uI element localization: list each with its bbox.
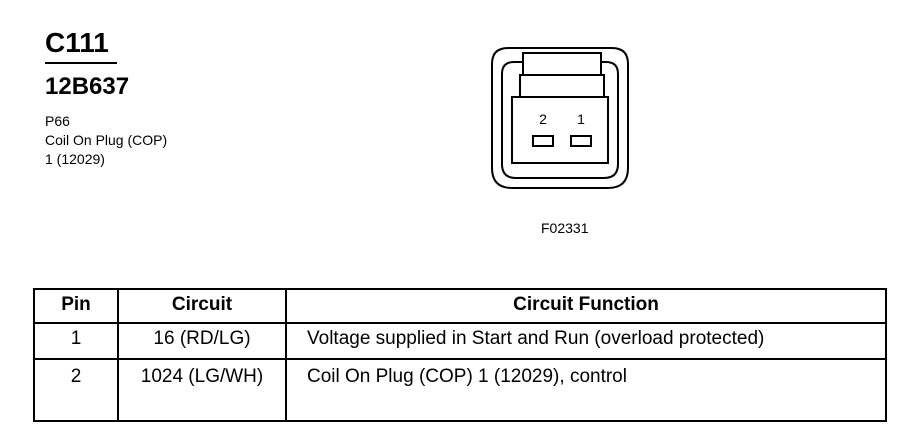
table-row: 2 1024 (LG/WH) Coil On Plug (COP) 1 (120… [33,358,887,422]
connector-outer-housing [491,47,629,189]
pin-1-terminal [570,135,592,147]
connector-locking-tab [522,52,602,76]
pin-label-1: 1 [577,111,585,127]
connector-header: C111 12B637 P66 Coil On Plug (COP) 1 (12… [45,28,167,169]
connector-cavity-frame [511,96,609,164]
column-header-pin: Pin [33,288,119,324]
pin-2-terminal [532,135,554,147]
circuit-function-cell: Voltage supplied in Start and Run (overl… [285,322,887,360]
pinout-table: Pin Circuit Circuit Function 1 16 (RD/LG… [33,288,887,422]
table-header-row: Pin Circuit Circuit Function [33,288,887,324]
pin-cell: 1 [33,322,119,360]
part-number: 12B637 [45,73,130,100]
connector-face-diagram: 2 1 [491,47,629,189]
connector-id: C111 [45,28,117,64]
circuit-function-cell: Coil On Plug (COP) 1 (12029), control [285,358,887,422]
connector-lock-base [519,74,605,98]
column-header-circuit: Circuit [117,288,287,324]
description-line: Coil On Plug (COP) [45,132,168,148]
circuit-cell: 1024 (LG/WH) [117,358,287,422]
table-row: 1 16 (RD/LG) Voltage supplied in Start a… [33,322,887,360]
description-line: 1 (12029) [45,151,105,167]
column-header-circuit-function: Circuit Function [285,288,887,324]
description-line: P66 [45,113,70,129]
figure-code: F02331 [541,220,589,236]
connector-description: P66 Coil On Plug (COP) 1 (12029) [45,112,167,169]
pin-label-2: 2 [539,111,547,127]
connector-inner-housing [501,61,619,179]
circuit-cell: 16 (RD/LG) [117,322,287,360]
pin-cell: 2 [33,358,119,422]
